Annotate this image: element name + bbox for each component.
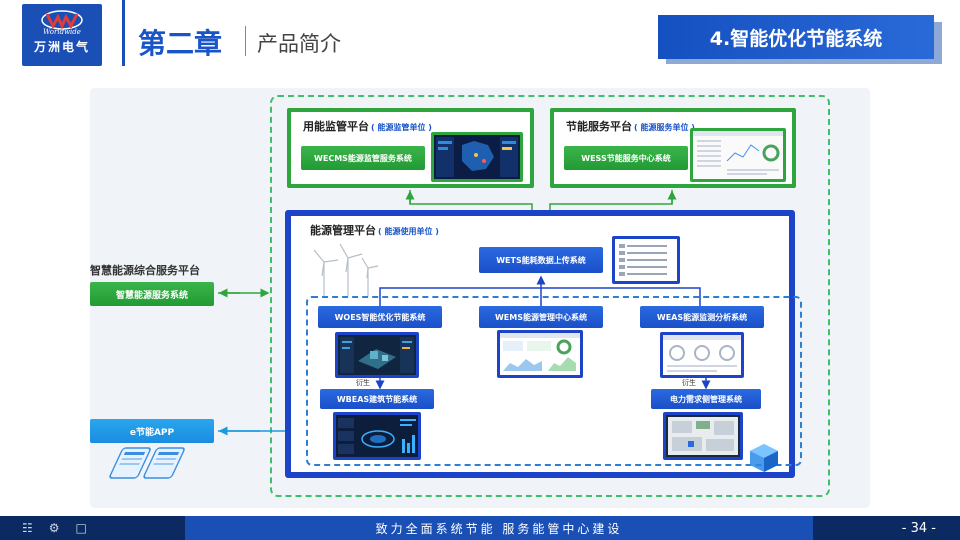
wbeas-system-button: WBEAS建筑节能系统 [320,389,434,409]
service-platform-sub: ( 能源服务单位 ) [634,123,695,132]
wind-turbine-icon [313,243,379,296]
monitor-platform-sub: ( 能源监管单位 ) [371,123,432,132]
demand-side-system-button: 电力需求侧管理系统 [651,389,761,409]
e-saving-app-button: e节能APP [90,419,214,443]
mobile-phone-icon [109,447,185,479]
sitemap-icon[interactable]: ☷ [22,521,33,535]
logo-text-en: Worldwide [43,28,81,36]
woes-screenshot-thumbnail [335,332,419,378]
service-platform-title: 节能服务平台( 能源服务单位 ) [566,118,695,134]
wems-screenshot-thumbnail [497,330,583,378]
energy-platform-title: 能源管理平台( 能源使用单位 ) [310,222,439,238]
energy-platform-name: 能源管理平台 [310,224,376,237]
service-platform-name: 节能服务平台 [566,120,632,133]
wess-screenshot-thumbnail [690,128,786,182]
3d-plant-icon [338,335,416,375]
monitor-platform-name: 用能监管平台 [303,120,369,133]
wbeas-screenshot-thumbnail [333,412,421,460]
book-icon[interactable]: □ [75,521,87,535]
wecms-screenshot-thumbnail [431,132,523,182]
wems-system-button: WEMS能源管理中心系统 [479,306,603,328]
logo-text-cn: 万洲电气 [33,40,90,54]
woes-system-button: WOES智能优化节能系统 [318,306,442,328]
smart-energy-platform-label: 智慧能源综合服务平台 [90,264,200,277]
footer-slogan: 致力全面系统节能 服务能管中心建设 [185,516,813,540]
company-logo: Worldwide 万洲电气 [22,4,102,66]
section-banner: 4.智能优化节能系统 [658,15,934,59]
building-dashboard-icon [336,415,418,457]
page-number: - 34 - [813,516,960,540]
header-divider [122,0,125,66]
title-separator [245,26,246,56]
monitor-platform-title: 用能监管平台( 能源监管单位 ) [303,118,432,134]
derive-label-right: 衍生 [682,379,696,387]
dashboard-table-icon [693,131,783,179]
logo-mark-icon [41,10,83,30]
data-list-icon [615,239,677,281]
floor-plan-icon [666,415,740,457]
gear-icon[interactable]: ⚙ [48,521,60,535]
weas-screenshot-thumbnail [660,332,744,378]
inner-dashed-boundary [306,296,802,466]
gauge-dashboard-icon [663,335,741,375]
derive-label-left: 衍生 [356,379,370,387]
weas-system-button: WEAS能源监测分析系统 [640,306,764,328]
energy-chart-icon [500,333,580,375]
service-platform: 节能服务平台( 能源服务单位 ) WESS节能服务中心系统 [550,108,796,188]
wets-system-button: WETS能耗数据上传系统 [479,247,603,273]
chapter-subtitle: 产品简介 [257,32,341,56]
monitor-platform: 用能监管平台( 能源监管单位 ) WECMS能源监管服务系统 [287,108,534,188]
smart-energy-system-button: 智慧能源服务系统 [90,282,214,306]
demand-side-screenshot-thumbnail [663,412,743,460]
dashboard-map-icon [434,135,520,179]
cube-decoration-icon [750,444,778,472]
footer-toolbar: ☷ ⚙ □ [0,516,185,540]
wecms-system-button: WECMS能源监管服务系统 [301,146,425,170]
wets-screenshot-thumbnail [612,236,680,284]
chapter-title: 第二章 [138,27,223,60]
wess-system-button: WESS节能服务中心系统 [564,146,688,170]
energy-platform-sub: ( 能源使用单位 ) [378,227,439,236]
outer-dashed-boundary [270,95,830,497]
